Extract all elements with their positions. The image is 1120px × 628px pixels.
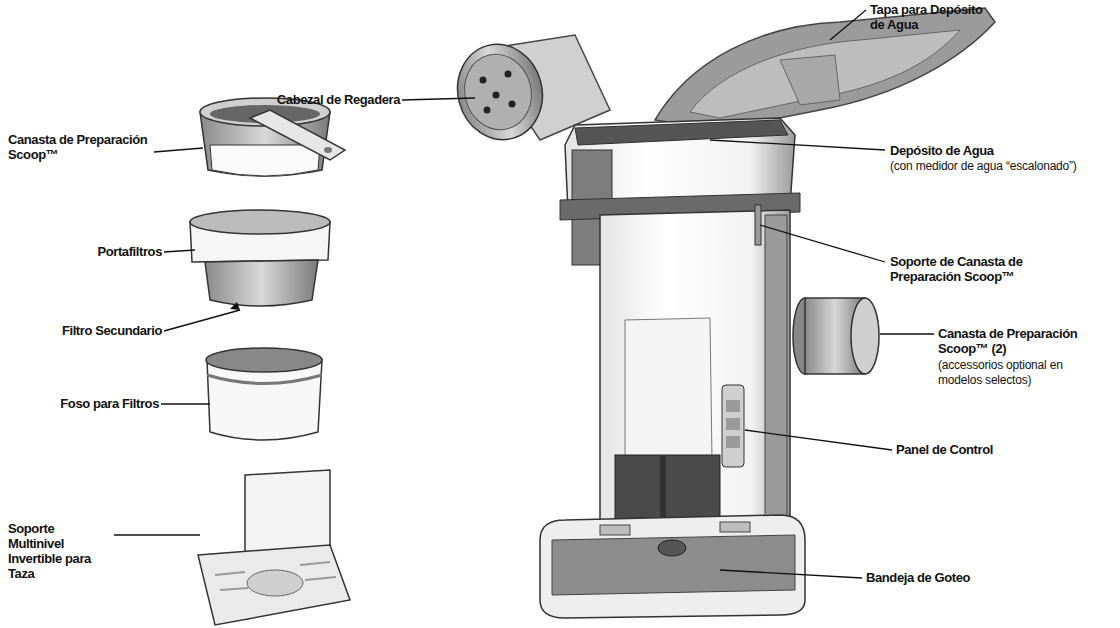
part-label: Tapa para Depósito de Agua	[870, 2, 1000, 32]
part-label: Portafiltros	[97, 244, 162, 259]
part-note: (con medidor de agua “escalonado”)	[890, 159, 1077, 174]
filter-pit	[206, 348, 322, 440]
scoop-basket	[200, 98, 345, 176]
leader-lines	[114, 10, 934, 578]
filter-holder	[190, 210, 330, 306]
cup-rest	[198, 470, 350, 625]
part-label: Panel de Control	[896, 442, 993, 457]
part-label: Soporte Multinivel Invertible para Taza	[8, 521, 112, 581]
part-label: Cabezal de Regadera	[277, 92, 400, 107]
part-label: Bandeja de Goteo	[866, 570, 970, 585]
part-label: Foso para Filtros	[60, 396, 159, 411]
part-label: Depósito de Agua	[890, 143, 994, 158]
side-scoop-basket	[793, 298, 879, 374]
part-label: Canasta de Preparación Scoop™ (2)	[938, 326, 1113, 356]
part-label: Filtro Secundario	[62, 323, 162, 338]
part-note: (accessorios optional en modelos selecto…	[938, 358, 1108, 388]
part-label: Soporte de Canasta de Preparación Scoop™	[890, 254, 1090, 284]
control-panel-graphic	[722, 385, 744, 467]
part-label: Canasta de Preparación Scoop™	[8, 132, 154, 162]
